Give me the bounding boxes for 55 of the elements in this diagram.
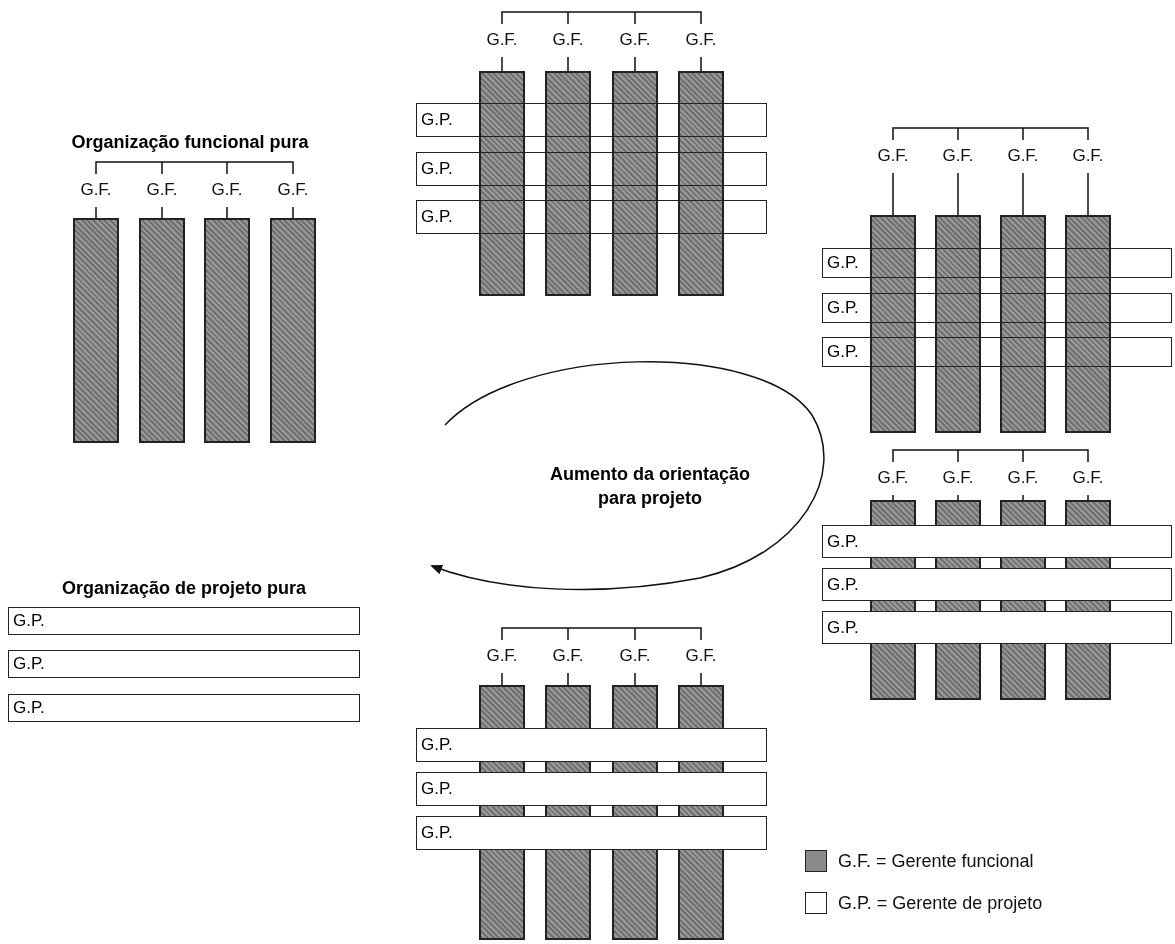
manager-label: G.P. (13, 654, 45, 674)
project-bar (822, 611, 1172, 644)
legend-text: G.P. = Gerente de projeto (838, 893, 1043, 914)
manager-label: G.P. (827, 253, 859, 273)
panel-title: Organização funcional pura (71, 132, 309, 153)
manager-label: G.F. (211, 180, 243, 200)
manager-label: G.P. (827, 298, 859, 318)
manager-label: G.F. (486, 646, 518, 666)
manager-label: G.P. (13, 611, 45, 631)
manager-label: G.F. (619, 30, 651, 50)
manager-label: G.F. (942, 468, 974, 488)
manager-label: G.F. (80, 180, 112, 200)
manager-label: G.P. (827, 574, 859, 595)
manager-label: G.P. (421, 207, 453, 227)
manager-label: G.F. (1072, 146, 1104, 166)
manager-label: G.F. (486, 30, 518, 50)
manager-label: G.F. (619, 646, 651, 666)
manager-label: G.F. (942, 146, 974, 166)
panel-title: Organização de projeto pura (62, 578, 306, 599)
project-bar (416, 103, 767, 137)
manager-label: G.F. (1072, 468, 1104, 488)
project-bar (8, 607, 360, 635)
manager-label: G.P. (421, 159, 453, 179)
project-bar (416, 152, 767, 186)
manager-label: G.F. (277, 180, 309, 200)
manager-label: G.P. (421, 779, 453, 799)
project-bar (822, 337, 1172, 367)
project-bar (822, 293, 1172, 323)
manager-label: G.P. (13, 698, 45, 718)
manager-label: G.P. (421, 735, 453, 755)
manager-label: G.F. (685, 646, 717, 666)
manager-label: G.P. (827, 342, 859, 362)
manager-label: G.P. (827, 617, 859, 638)
project-bar (416, 772, 767, 806)
caption-text: Aumento da orientação para projeto (549, 463, 751, 510)
manager-label: G.F. (146, 180, 178, 200)
project-bar (416, 816, 767, 850)
manager-label: G.P. (827, 531, 859, 552)
project-bar (416, 728, 767, 762)
manager-label: G.F. (552, 646, 584, 666)
manager-label: G.F. (1007, 468, 1039, 488)
manager-label: G.P. (421, 823, 453, 843)
manager-label: G.P. (421, 110, 453, 130)
manager-label: G.F. (1007, 146, 1039, 166)
manager-label: G.F. (685, 30, 717, 50)
manager-label: G.F. (877, 468, 909, 488)
project-bar (416, 200, 767, 234)
legend-text: G.F. = Gerente funcional (838, 851, 1034, 872)
manager-label: G.F. (552, 30, 584, 50)
project-bar (822, 568, 1172, 601)
project-bar (822, 525, 1172, 558)
manager-label: G.F. (877, 146, 909, 166)
project-bar (8, 694, 360, 722)
project-bar (822, 248, 1172, 278)
project-bar (8, 650, 360, 678)
